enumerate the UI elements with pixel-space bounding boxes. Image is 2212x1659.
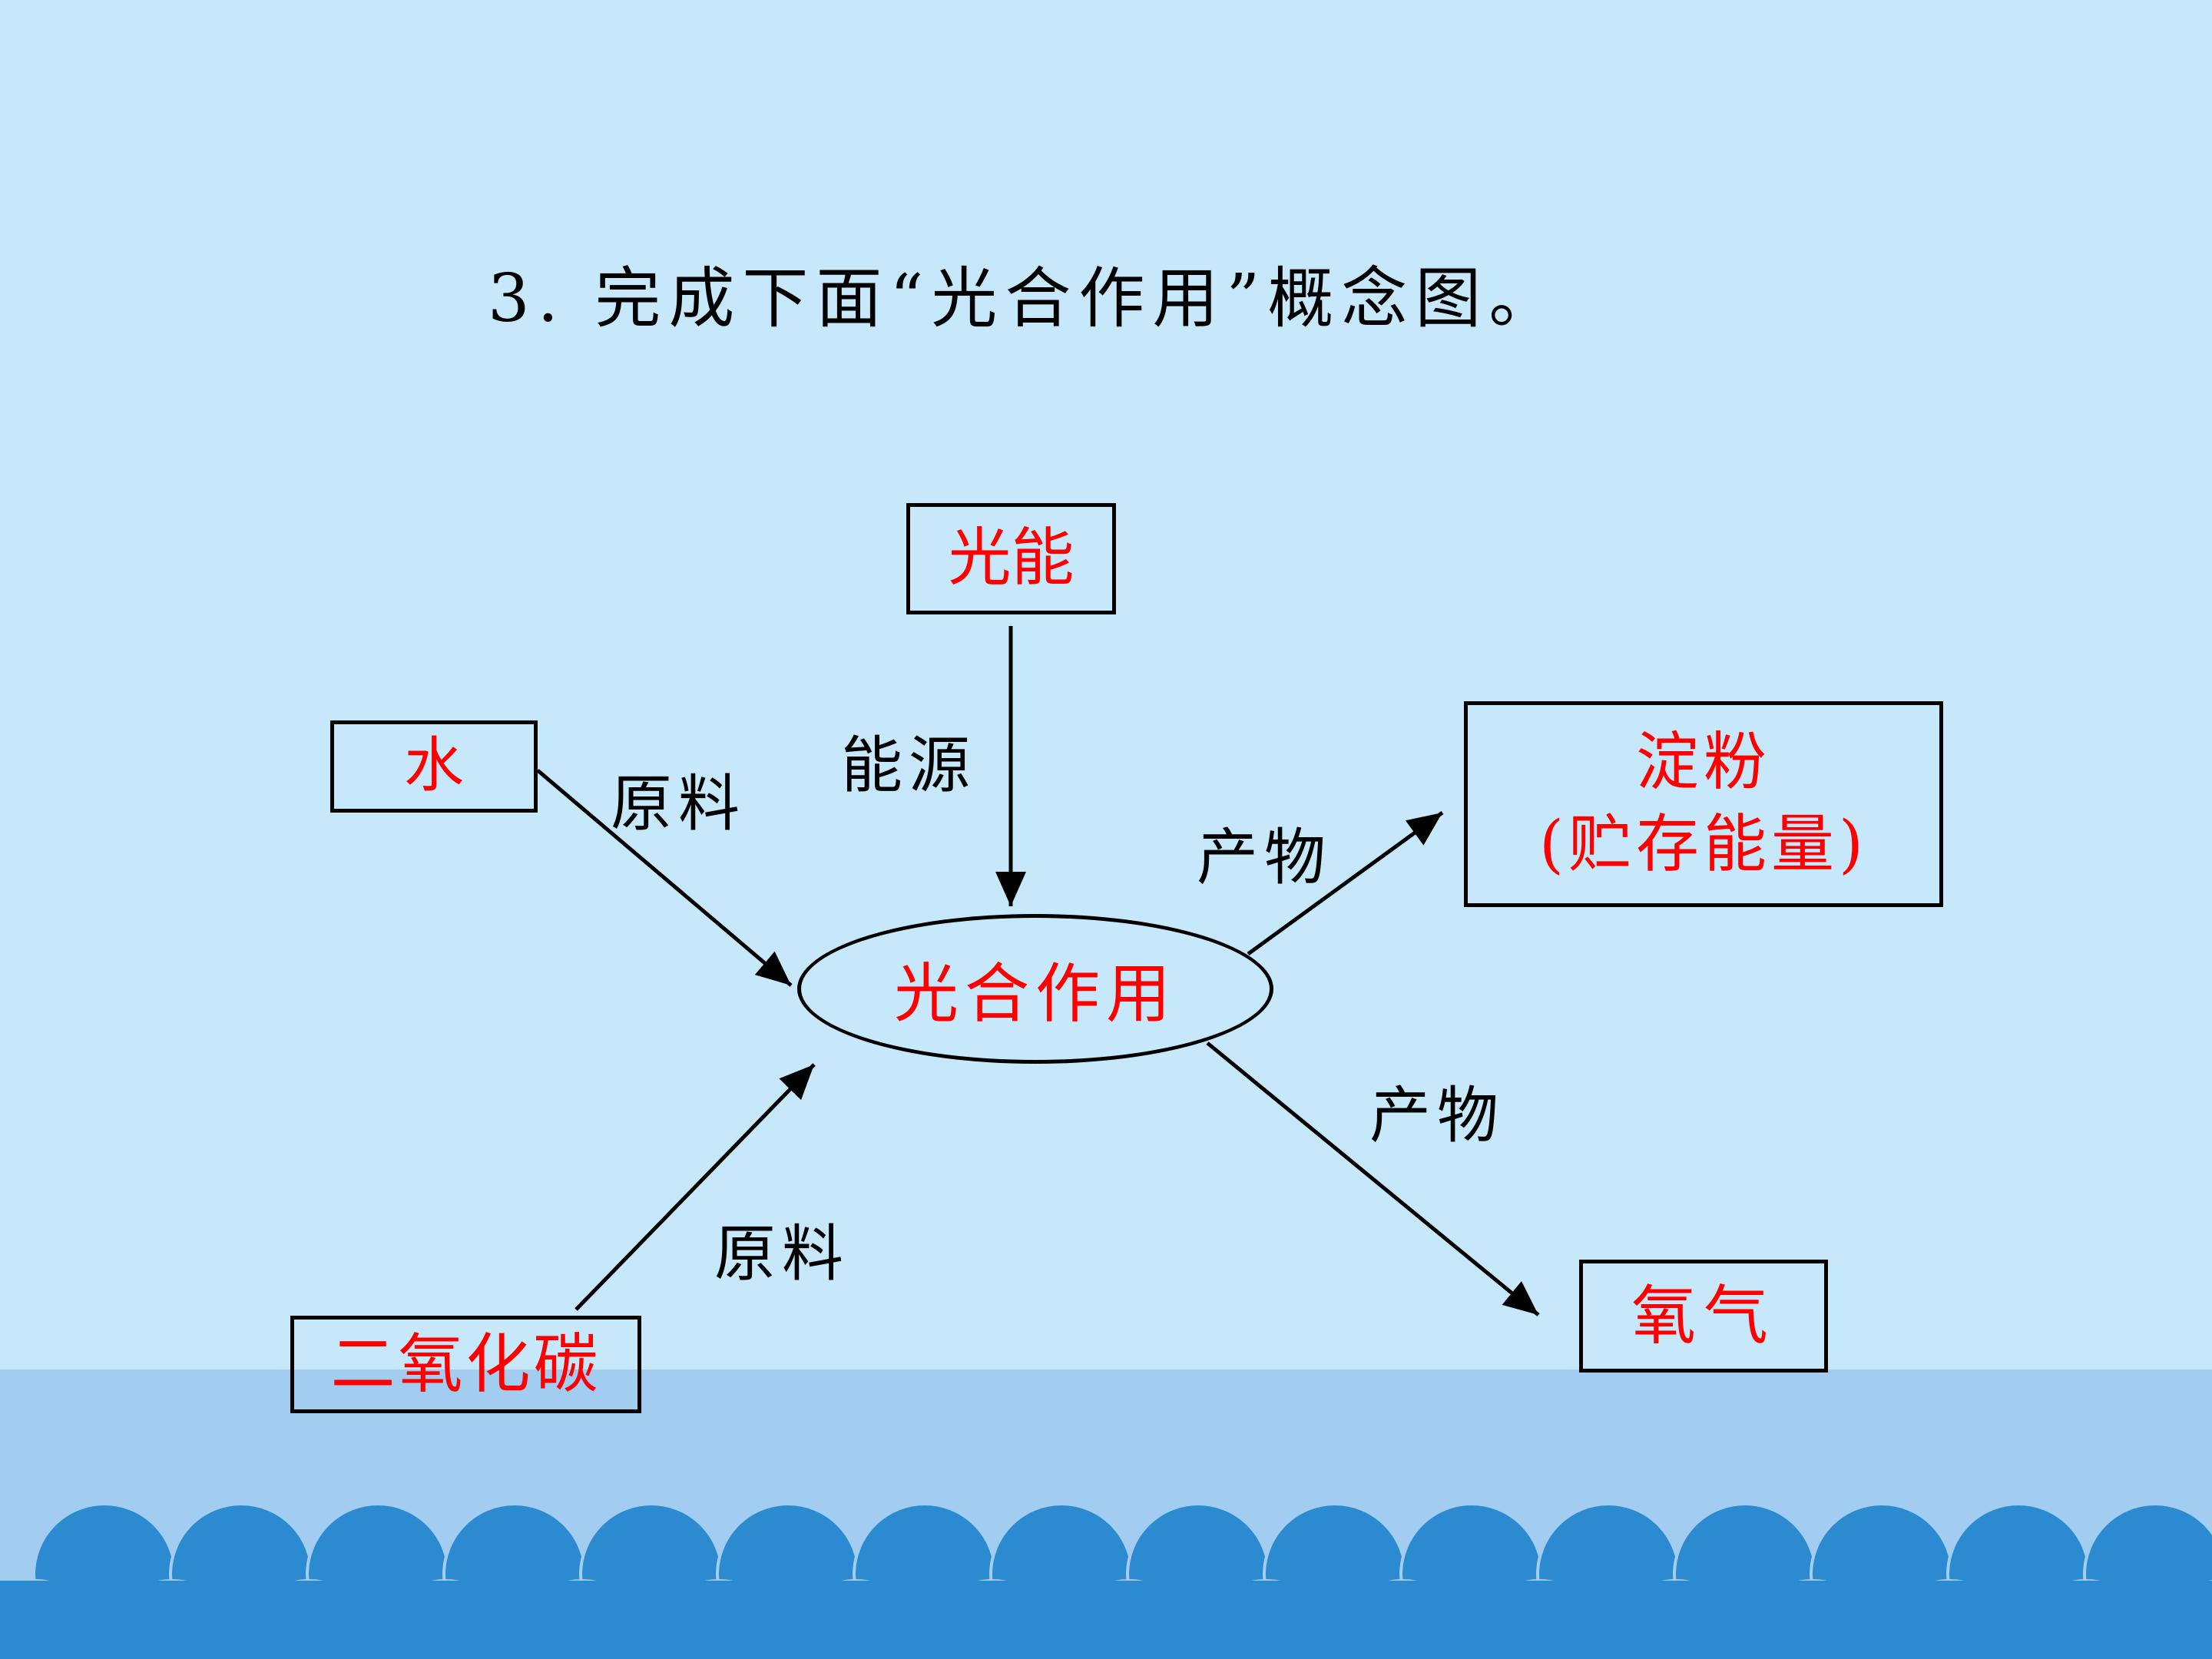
- node-starch-line2: (贮存能量): [1539, 808, 1868, 881]
- node-starch: 淀粉 (贮存能量): [1464, 701, 1943, 907]
- node-carbon-dioxide: 二氧化碳: [290, 1316, 641, 1413]
- edge-label-product-starch: 产物: [1197, 822, 1332, 893]
- node-starch-line1: 淀粉: [1635, 726, 1771, 800]
- node-water: 水: [330, 720, 538, 813]
- edge-label-material-co2: 原料: [714, 1218, 849, 1290]
- question-title: 3. 完成下面“光合作用”概念图。: [488, 260, 1563, 337]
- node-photosynthesis: 光合作用: [797, 914, 1273, 1064]
- edge-label-material-water: 原料: [611, 768, 746, 839]
- edge-label-product-oxygen: 产物: [1369, 1080, 1505, 1151]
- arrow-water-to-center: [536, 769, 793, 987]
- node-light-energy: 光能: [906, 503, 1116, 614]
- edge-label-energy: 能源: [841, 730, 976, 801]
- arrow-center-to-oxygen: [1206, 1041, 1540, 1316]
- arrow-center-to-starch: [1247, 810, 1444, 956]
- node-oxygen: 氧气: [1579, 1260, 1828, 1373]
- wave-base: [0, 1581, 2212, 1659]
- arrow-co2-to-center: [575, 1063, 816, 1311]
